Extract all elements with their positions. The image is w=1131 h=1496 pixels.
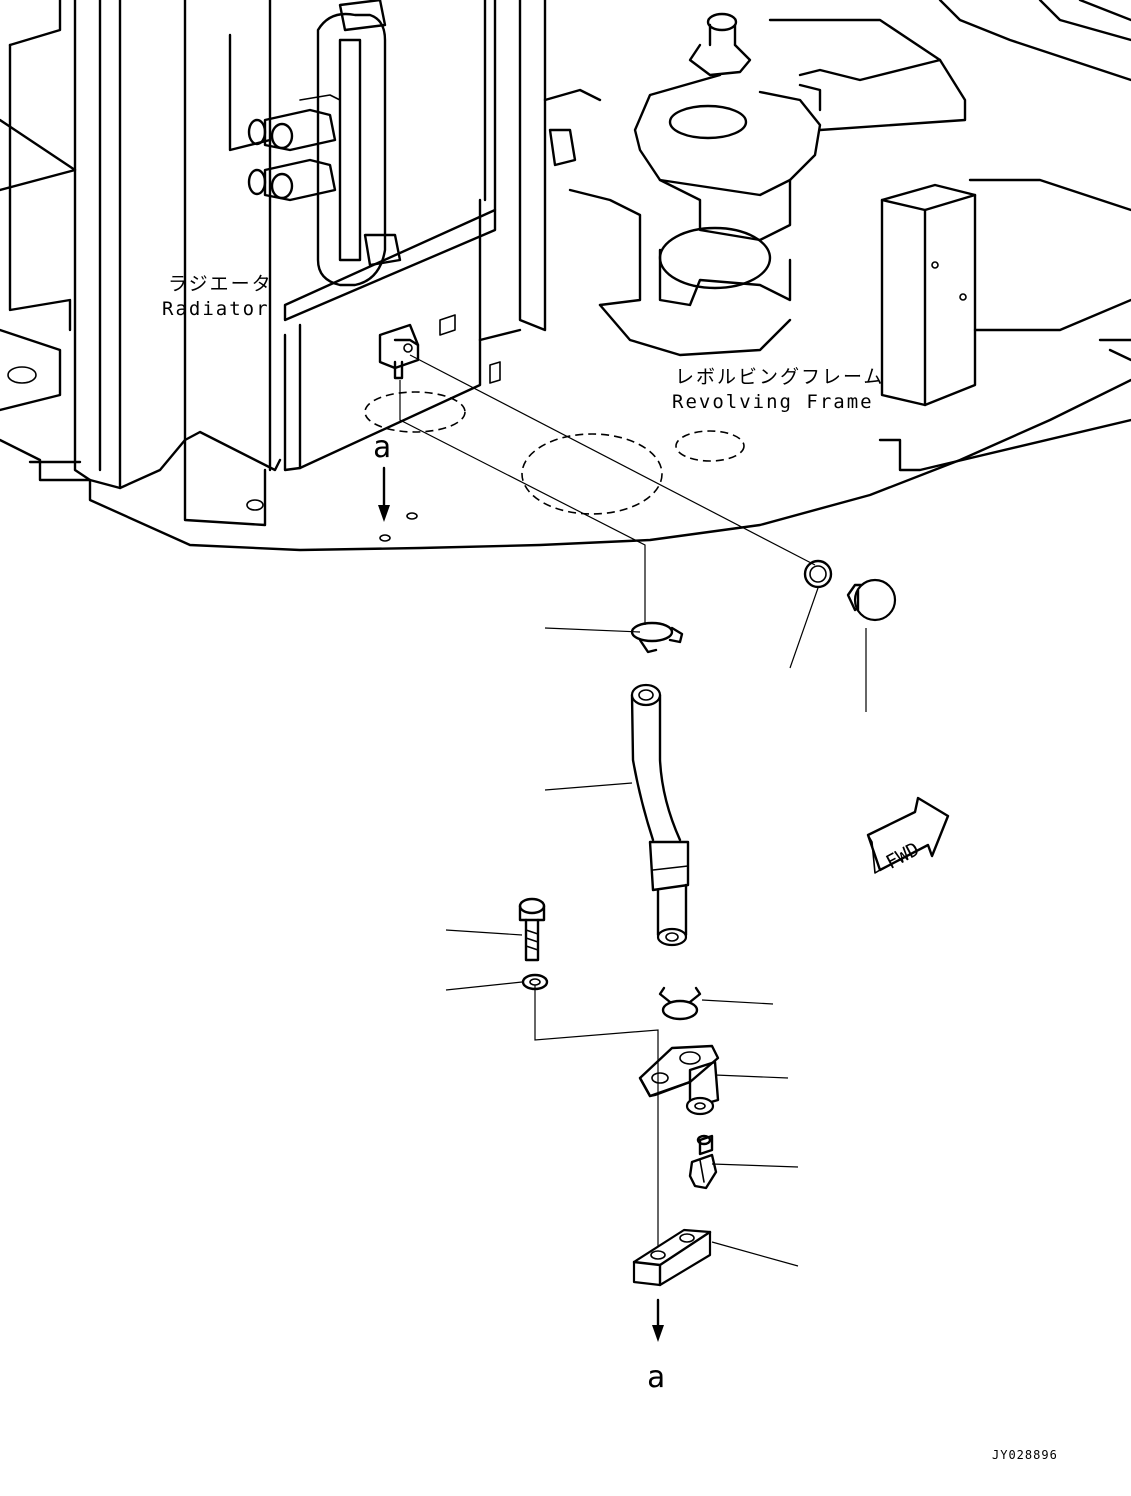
drain-cock (688, 1134, 718, 1190)
valve-bracket (638, 1044, 720, 1116)
drawing-number: JY028896 (992, 1448, 1058, 1462)
revolving-frame (0, 0, 1131, 552)
fwd-label: FWD (882, 838, 923, 874)
radiator-label-jp: ラジエータ (168, 273, 273, 295)
reference-arrow-bottom (652, 1298, 664, 1342)
bolt (518, 897, 546, 962)
radiator (73, 0, 547, 527)
o-ring (803, 559, 833, 589)
washer (521, 973, 549, 991)
reference-label-bottom: a (647, 1360, 665, 1395)
hose-clamp-upper (630, 621, 684, 654)
reference-label-top: a (373, 430, 391, 465)
hose-clamp-lower (658, 986, 702, 1021)
fwd-arrow-icon (866, 796, 950, 874)
spacer-block (632, 1228, 712, 1287)
reference-arrow-top (378, 466, 390, 522)
assembly-lines (399, 354, 867, 1270)
drain-hose (630, 683, 690, 947)
frame-label-en: Revolving Frame (672, 391, 874, 413)
frame-label-jp: レボルビングフレーム (675, 366, 884, 388)
drain-plug (846, 578, 897, 622)
radiator-label-en: Radiator (162, 298, 270, 320)
right-box (880, 183, 977, 407)
pivot-bracket (543, 12, 822, 357)
